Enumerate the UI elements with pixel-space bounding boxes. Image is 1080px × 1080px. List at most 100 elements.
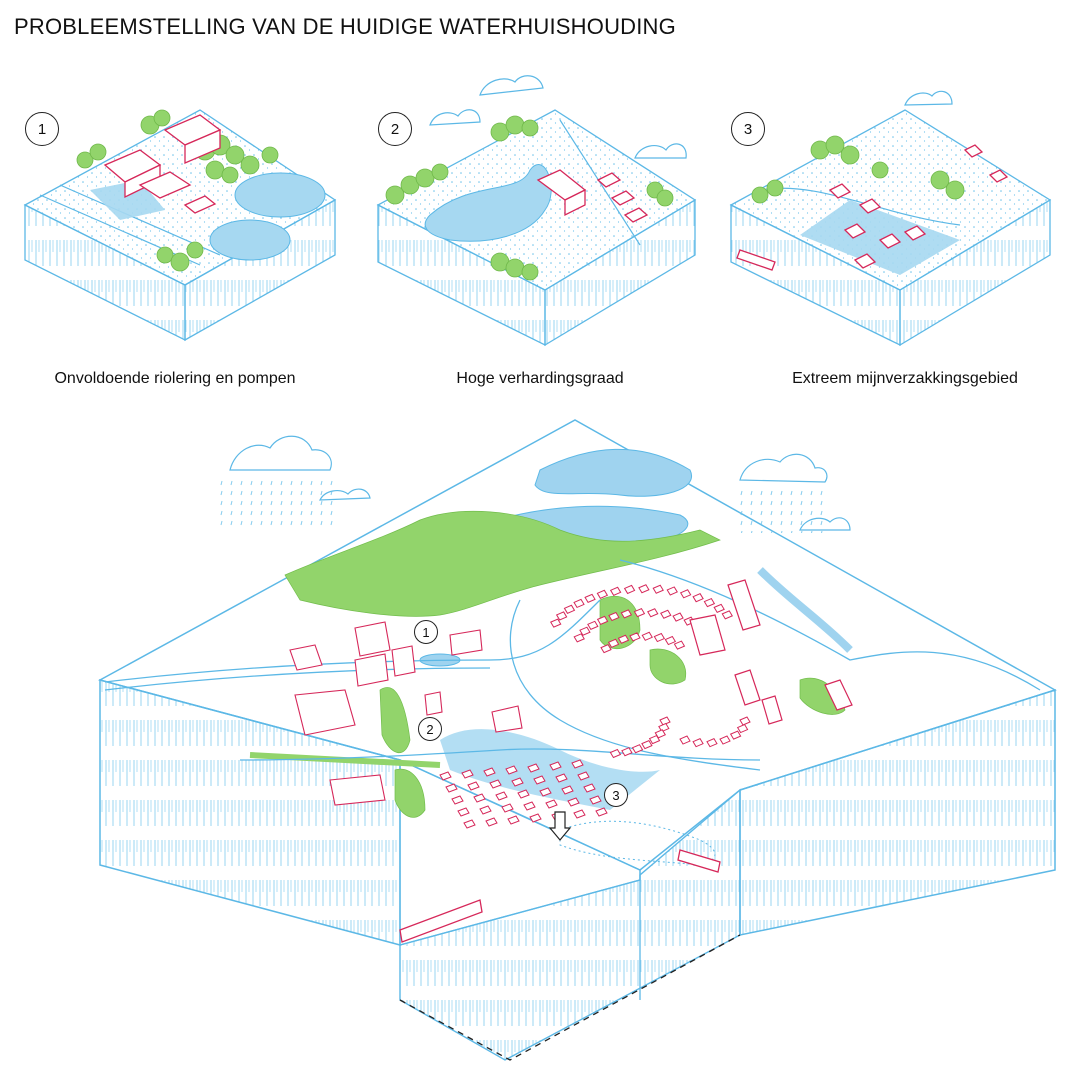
house xyxy=(666,586,678,596)
panel-2-right-side xyxy=(544,198,696,347)
panel-3-caption: Extreem mijnverzakkingsgebied xyxy=(792,370,1018,387)
house xyxy=(589,795,602,805)
subsidence-arrow-icon xyxy=(548,811,572,841)
house xyxy=(583,783,596,793)
house xyxy=(641,739,653,750)
panel-2-water xyxy=(424,164,552,242)
house xyxy=(511,777,524,787)
rain-area xyxy=(735,488,825,533)
house xyxy=(653,632,666,643)
missing-corner-outline xyxy=(399,934,741,1061)
house xyxy=(633,607,646,618)
house xyxy=(563,604,576,614)
page-title: PROBLEEMSTELLING VAN DE HUIDIGE WATERHUI… xyxy=(14,14,676,39)
house xyxy=(679,735,691,745)
house xyxy=(550,618,562,628)
house xyxy=(595,807,608,817)
main-tree-line xyxy=(249,752,441,768)
house xyxy=(467,781,480,791)
house xyxy=(539,787,552,797)
panel-1-pond xyxy=(209,219,291,261)
house xyxy=(673,640,686,650)
house xyxy=(647,608,659,618)
house xyxy=(507,815,520,825)
house xyxy=(713,603,725,613)
house xyxy=(664,635,677,646)
house xyxy=(703,597,716,608)
mine-tunnel xyxy=(677,849,721,873)
house xyxy=(567,797,580,807)
house xyxy=(629,632,641,642)
house xyxy=(457,807,470,817)
house xyxy=(561,785,574,795)
house xyxy=(652,584,664,594)
main-buildings xyxy=(289,621,523,806)
house xyxy=(729,730,742,740)
house xyxy=(679,589,692,599)
rain-area xyxy=(220,480,340,530)
house xyxy=(621,747,633,757)
house xyxy=(501,803,514,813)
panel-1-number: 1 xyxy=(25,112,59,146)
house xyxy=(579,626,591,636)
house xyxy=(739,716,751,726)
house xyxy=(600,643,612,654)
house xyxy=(620,609,633,619)
house xyxy=(608,611,620,622)
house xyxy=(719,735,731,745)
panel-3-buildings xyxy=(736,144,1009,271)
main-residential-houses xyxy=(439,584,751,829)
house xyxy=(485,817,498,827)
panel-1-right-side xyxy=(184,198,336,342)
house xyxy=(596,615,609,625)
house xyxy=(473,793,486,803)
panel-3-block xyxy=(729,109,1052,347)
main-right-side xyxy=(739,688,1056,936)
house xyxy=(659,716,671,726)
house xyxy=(638,584,650,594)
house xyxy=(439,771,452,781)
house xyxy=(573,809,586,819)
main-roads xyxy=(104,559,1041,771)
house xyxy=(736,723,749,734)
subsidence-rubble xyxy=(559,820,716,866)
house xyxy=(692,738,704,748)
house xyxy=(461,769,474,779)
house xyxy=(549,761,562,771)
main-callout-3: 3 xyxy=(604,783,628,807)
house xyxy=(609,748,622,759)
mine-tunnel xyxy=(399,899,483,943)
house xyxy=(587,620,599,630)
panel-3-trees xyxy=(751,135,965,204)
house xyxy=(648,734,661,745)
main-forest xyxy=(284,510,846,818)
main-callout-1: 1 xyxy=(414,620,438,644)
house xyxy=(607,638,620,648)
house xyxy=(573,633,585,643)
house xyxy=(660,609,672,619)
house xyxy=(463,819,476,829)
house xyxy=(545,799,558,809)
house xyxy=(617,634,630,644)
house xyxy=(641,631,653,641)
panel-1-pond xyxy=(234,172,326,218)
house xyxy=(523,801,536,811)
main-lake xyxy=(534,448,693,497)
house xyxy=(555,611,568,621)
house xyxy=(505,765,518,775)
panel-2-trees xyxy=(385,115,674,281)
house xyxy=(584,593,596,604)
house xyxy=(596,589,609,599)
panel-2-buildings xyxy=(536,169,649,223)
panel-3-right-side xyxy=(899,198,1051,347)
house xyxy=(527,763,540,773)
house xyxy=(672,612,684,622)
panel-1-flooding xyxy=(90,180,165,220)
house xyxy=(706,738,718,748)
house xyxy=(495,791,508,801)
main-callout-2: 2 xyxy=(418,717,442,741)
house xyxy=(692,593,704,603)
house xyxy=(631,744,644,754)
house xyxy=(555,773,568,783)
